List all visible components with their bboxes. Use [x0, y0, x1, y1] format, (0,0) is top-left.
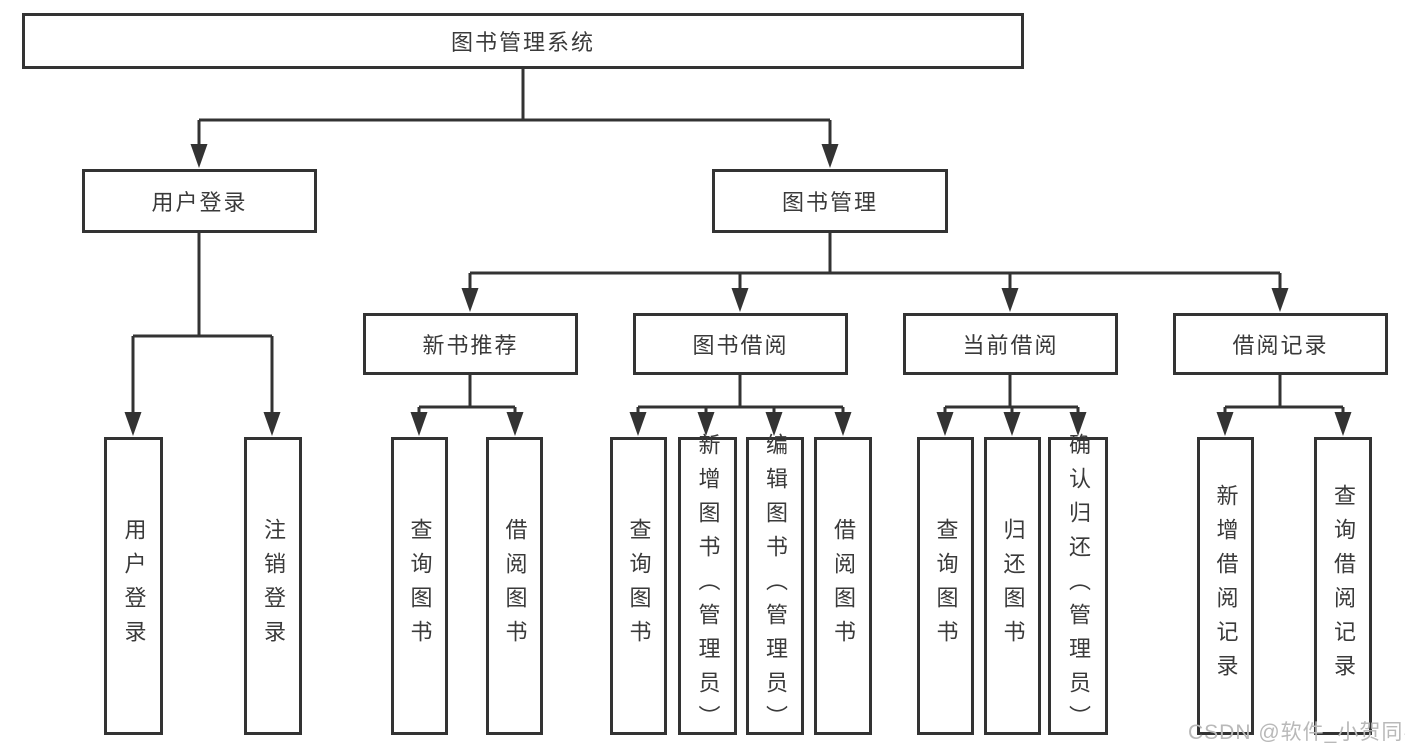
node-root-library-system: 图书管理系统 — [22, 13, 1024, 69]
leaf-recommend-query-books: 查询图书 — [391, 437, 448, 735]
leaf-current-return-books: 归还图书 — [984, 437, 1041, 735]
leaf-current-query-books: 查询图书 — [917, 437, 974, 735]
leaf-recommend-borrow-books-label: 借阅图书 — [502, 518, 528, 654]
leaf-logout-login: 注销登录 — [244, 437, 302, 735]
leaf-user-login-label: 用户登录 — [121, 518, 147, 654]
leaf-records-query-record: 查询借阅记录 — [1314, 437, 1372, 735]
leaf-user-login: 用户登录 — [104, 437, 163, 735]
leaf-borrow-borrow-books: 借阅图书 — [814, 437, 872, 735]
leaf-borrow-query-books: 查询图书 — [610, 437, 667, 735]
node-new-book-recommend-label: 新书推荐 — [422, 333, 519, 358]
node-book-management-label: 图书管理 — [781, 190, 878, 215]
leaf-records-add-record: 新增借阅记录 — [1197, 437, 1254, 735]
leaf-borrow-edit-books-admin: 编辑图书（管理员） — [746, 433, 804, 739]
leaf-borrow-add-books-admin: 新增图书（管理员） — [678, 433, 737, 739]
leaf-recommend-query-books-label: 查询图书 — [407, 518, 433, 654]
node-user-login-label: 用户登录 — [151, 190, 248, 215]
leaf-current-query-books-label: 查询图书 — [933, 518, 959, 654]
leaf-borrow-edit-books-admin-label: 编辑图书（管理员） — [763, 433, 788, 739]
leaf-recommend-borrow-books: 借阅图书 — [486, 437, 543, 735]
leaf-logout-login-label: 注销登录 — [261, 518, 286, 654]
leaf-records-query-record-label: 查询借阅记录 — [1331, 484, 1356, 688]
leaf-borrow-borrow-books-label: 借阅图书 — [831, 518, 856, 654]
leaf-borrow-add-books-admin-label: 新增图书（管理员） — [695, 433, 721, 739]
leaf-records-add-record-label: 新增借阅记录 — [1213, 484, 1239, 688]
leaf-current-confirm-return-admin-label: 确认归还（管理员） — [1066, 433, 1091, 739]
node-book-borrow: 图书借阅 — [633, 313, 848, 375]
node-current-borrow-label: 当前借阅 — [962, 333, 1059, 358]
leaf-current-return-books-label: 归还图书 — [1000, 518, 1026, 654]
node-current-borrow: 当前借阅 — [903, 313, 1118, 375]
node-book-management: 图书管理 — [712, 169, 948, 233]
node-user-login: 用户登录 — [82, 169, 317, 233]
node-borrow-records: 借阅记录 — [1173, 313, 1388, 375]
node-book-borrow-label: 图书借阅 — [692, 333, 789, 358]
csdn-watermark: CSDN @软件_小贺同学 — [1188, 721, 1405, 744]
node-root-label: 图书管理系统 — [450, 30, 595, 55]
node-new-book-recommend: 新书推荐 — [363, 313, 578, 375]
leaf-current-confirm-return-admin: 确认归还（管理员） — [1048, 433, 1108, 739]
node-borrow-records-label: 借阅记录 — [1232, 333, 1329, 358]
leaf-borrow-query-books-label: 查询图书 — [626, 518, 652, 654]
